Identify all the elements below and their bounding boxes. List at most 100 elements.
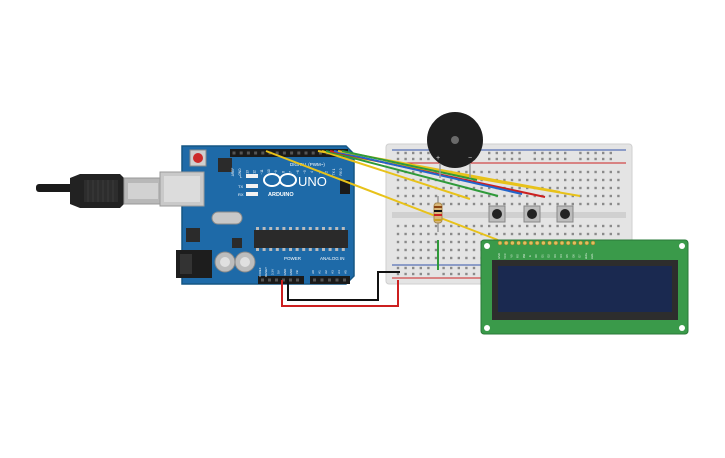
terminal-hole[interactable] <box>556 202 559 206</box>
terminal-hole[interactable] <box>503 224 506 228</box>
terminal-hole[interactable] <box>586 170 590 174</box>
terminal-hole[interactable] <box>396 240 400 244</box>
terminal-hole[interactable] <box>412 194 415 198</box>
terminal-hole[interactable] <box>465 170 468 174</box>
rail-hole[interactable] <box>427 266 430 270</box>
terminal-hole[interactable] <box>457 256 460 260</box>
terminal-hole[interactable] <box>533 202 536 206</box>
terminal-hole[interactable] <box>457 186 460 190</box>
rail-hole[interactable] <box>548 157 552 161</box>
push-button-2[interactable] <box>523 205 541 223</box>
terminal-hole[interactable] <box>564 224 567 228</box>
terminal-hole[interactable] <box>518 232 521 236</box>
terminal-hole[interactable] <box>556 224 559 228</box>
lcd-pin[interactable] <box>503 240 509 246</box>
terminal-hole[interactable] <box>526 178 529 182</box>
terminal-hole[interactable] <box>571 170 574 174</box>
digital-pin-hole[interactable] <box>318 151 322 155</box>
terminal-hole[interactable] <box>533 194 536 198</box>
terminal-hole[interactable] <box>450 194 453 198</box>
terminal-hole[interactable] <box>465 248 468 252</box>
terminal-hole[interactable] <box>586 186 590 190</box>
terminal-hole[interactable] <box>526 232 529 236</box>
terminal-hole[interactable] <box>404 232 407 236</box>
terminal-hole[interactable] <box>586 178 590 182</box>
rail-hole[interactable] <box>412 272 415 276</box>
usb-cable[interactable] <box>36 174 163 208</box>
rail-hole[interactable] <box>488 151 491 155</box>
terminal-hole[interactable] <box>586 202 590 206</box>
terminal-hole[interactable] <box>518 178 521 182</box>
terminal-hole[interactable] <box>579 186 582 190</box>
rail-hole[interactable] <box>419 157 422 161</box>
terminal-hole[interactable] <box>442 186 445 190</box>
terminal-hole[interactable] <box>434 224 438 228</box>
power-pin-hole[interactable] <box>296 278 299 282</box>
terminal-hole[interactable] <box>510 194 514 198</box>
terminal-hole[interactable] <box>404 178 407 182</box>
terminal-hole[interactable] <box>404 186 407 190</box>
terminal-hole[interactable] <box>396 170 400 174</box>
terminal-hole[interactable] <box>564 232 567 236</box>
lcd-pin[interactable] <box>590 240 596 246</box>
rail-hole[interactable] <box>533 151 536 155</box>
terminal-hole[interactable] <box>419 256 422 260</box>
terminal-hole[interactable] <box>419 232 422 236</box>
terminal-hole[interactable] <box>617 186 620 190</box>
terminal-hole[interactable] <box>541 170 544 174</box>
rail-hole[interactable] <box>586 151 590 155</box>
terminal-hole[interactable] <box>472 232 476 236</box>
terminal-hole[interactable] <box>503 170 506 174</box>
rail-hole[interactable] <box>427 151 430 155</box>
rail-hole[interactable] <box>579 157 582 161</box>
terminal-hole[interactable] <box>457 202 460 206</box>
terminal-hole[interactable] <box>450 248 453 252</box>
lcd-pin[interactable] <box>541 240 546 246</box>
terminal-hole[interactable] <box>396 186 400 190</box>
lcd-pin[interactable] <box>534 240 540 246</box>
terminal-hole[interactable] <box>617 178 620 182</box>
terminal-hole[interactable] <box>564 194 567 198</box>
terminal-hole[interactable] <box>404 194 407 198</box>
terminal-hole[interactable] <box>419 202 422 206</box>
terminal-hole[interactable] <box>564 186 567 190</box>
power-pin-hole[interactable] <box>268 278 271 282</box>
terminal-hole[interactable] <box>442 256 445 260</box>
terminal-hole[interactable] <box>419 240 422 244</box>
terminal-hole[interactable] <box>442 248 445 252</box>
terminal-hole[interactable] <box>442 202 445 206</box>
terminal-hole[interactable] <box>518 170 521 174</box>
rail-hole[interactable] <box>412 151 415 155</box>
digital-pin-hole[interactable] <box>282 151 286 155</box>
rail-hole[interactable] <box>450 266 453 270</box>
rail-hole[interactable] <box>541 157 544 161</box>
terminal-hole[interactable] <box>602 186 605 190</box>
terminal-hole[interactable] <box>594 224 597 228</box>
terminal-hole[interactable] <box>480 194 483 198</box>
terminal-hole[interactable] <box>465 202 468 206</box>
terminal-hole[interactable] <box>495 224 498 228</box>
terminal-hole[interactable] <box>533 232 536 236</box>
terminal-hole[interactable] <box>579 232 582 236</box>
terminal-hole[interactable] <box>480 170 483 174</box>
rail-hole[interactable] <box>427 157 430 161</box>
rail-hole[interactable] <box>602 151 605 155</box>
terminal-hole[interactable] <box>480 202 483 206</box>
rail-hole[interactable] <box>404 272 407 276</box>
terminal-hole[interactable] <box>434 256 438 260</box>
terminal-hole[interactable] <box>602 170 605 174</box>
terminal-hole[interactable] <box>396 178 400 182</box>
rail-hole[interactable] <box>465 272 468 276</box>
rail-hole[interactable] <box>427 272 430 276</box>
rail-hole[interactable] <box>564 151 567 155</box>
terminal-hole[interactable] <box>472 256 476 260</box>
terminal-hole[interactable] <box>518 194 521 198</box>
terminal-hole[interactable] <box>579 170 582 174</box>
terminal-hole[interactable] <box>412 232 415 236</box>
terminal-hole[interactable] <box>472 224 476 228</box>
terminal-hole[interactable] <box>571 178 574 182</box>
wire-red-5v[interactable] <box>281 280 399 307</box>
rail-hole[interactable] <box>495 157 498 161</box>
terminal-hole[interactable] <box>419 194 422 198</box>
terminal-hole[interactable] <box>541 178 544 182</box>
